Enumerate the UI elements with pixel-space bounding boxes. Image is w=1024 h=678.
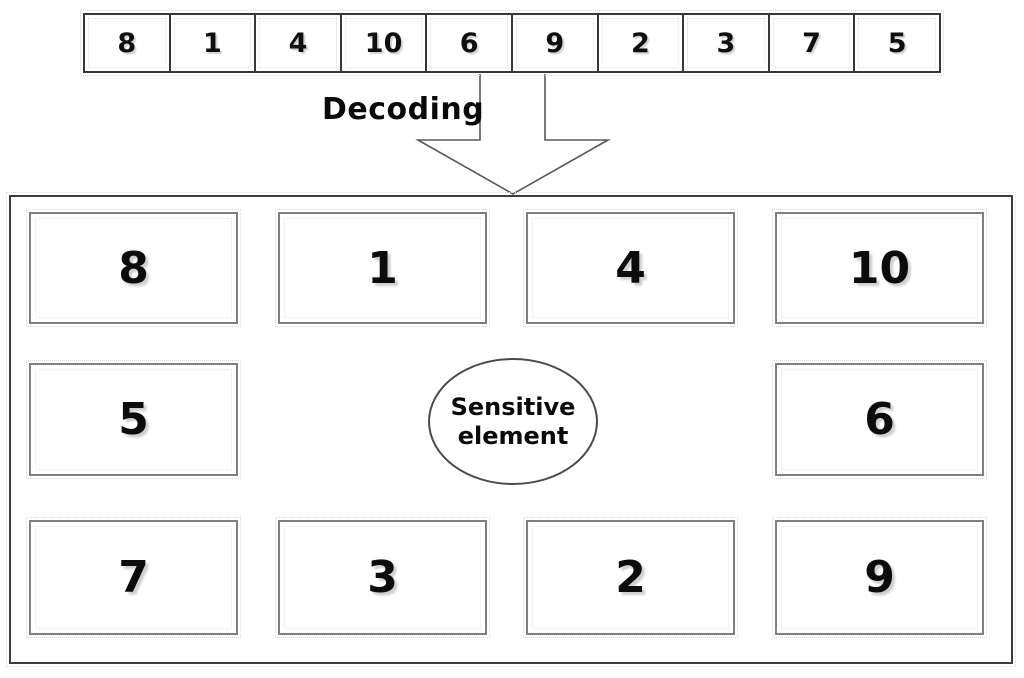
encoded-cell-value: 1 (202, 27, 222, 59)
encoded-cell-10: 5 (853, 15, 939, 71)
decoded-box-value: 9 (864, 552, 895, 603)
encoded-cell-value: 3 (716, 27, 736, 59)
down-block-arrow-icon (414, 74, 612, 195)
encoded-cell-value: 9 (545, 27, 565, 59)
decoded-box-2: 2 (523, 517, 738, 638)
decoded-box-value: 2 (615, 552, 646, 603)
decoded-box-value: 10 (848, 242, 911, 294)
decoded-box-9: 9 (772, 517, 987, 638)
decoded-box-10: 10 (772, 209, 987, 327)
decoding-label: Decoding (322, 92, 485, 127)
encoded-cell-8: 3 (682, 15, 768, 71)
decoded-box-3: 3 (275, 517, 490, 638)
encoded-cell-value: 8 (117, 27, 137, 59)
encoded-cell-7: 2 (596, 15, 683, 71)
encoded-cell-value: 6 (459, 27, 479, 59)
decoded-box-value: 8 (118, 242, 149, 294)
encoded-cell-value: 7 (802, 27, 821, 59)
encoded-cell-9: 7 (767, 15, 854, 71)
encoded-cell-value: 5 (887, 27, 907, 59)
encoded-array: 8 1 4 10 6 9 2 3 7 5 (80, 10, 944, 76)
encoded-cell-3: 4 (254, 15, 340, 71)
encoded-cell-5: 6 (425, 15, 511, 71)
decoded-box-value: 7 (118, 552, 149, 603)
sensitive-element-ellipse: Sensitive element (428, 358, 598, 485)
decoded-box-1: 1 (275, 209, 490, 327)
decoded-box-5: 5 (26, 360, 241, 479)
decoded-box-value: 6 (864, 394, 895, 445)
sensitive-element-label-line1: Sensitive (450, 392, 576, 421)
decoded-panel: 8 1 4 10 5 6 7 3 2 9 Sensitive element (6, 192, 1016, 667)
decoded-box-value: 4 (615, 242, 646, 294)
decoded-box-value: 5 (118, 394, 149, 445)
encoded-cell-4: 10 (339, 15, 426, 71)
decoded-box-4: 4 (523, 209, 738, 327)
decoded-box-value: 1 (367, 242, 398, 294)
encoded-cell-2: 1 (168, 15, 255, 71)
encoded-cell-value: 4 (288, 27, 308, 59)
encoded-cell-6: 9 (510, 15, 597, 71)
decoded-box-8: 8 (26, 209, 241, 327)
encoded-cell-1: 8 (85, 15, 169, 71)
encoded-cell-value: 10 (364, 27, 403, 59)
encoded-cell-value: 2 (630, 27, 650, 59)
decoded-box-value: 3 (367, 552, 398, 603)
decoded-box-6: 6 (772, 360, 987, 479)
decoded-box-7: 7 (26, 517, 241, 638)
sensitive-element-label-line2: element (457, 421, 569, 450)
